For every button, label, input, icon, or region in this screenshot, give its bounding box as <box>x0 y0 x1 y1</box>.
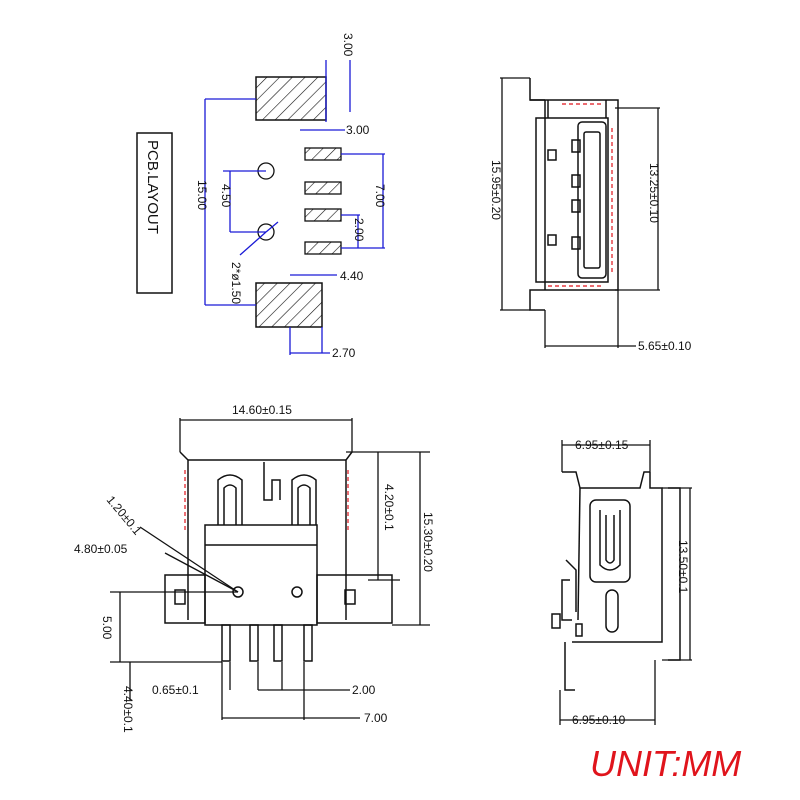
dim-front-0-65: 0.65±0.1 <box>152 683 199 697</box>
dim-pin-width: 3.00 <box>346 123 370 137</box>
pcb-pin-pad-1 <box>304 147 342 161</box>
end-view: 6.95±0.15 13.50±0.1 6.95±0.10 <box>551 438 692 727</box>
dim-front-15-3: 15.30±0.20 <box>421 512 435 572</box>
dim-pad-bottom-width: 2.70 <box>332 346 356 360</box>
dim-front-7: 7.00 <box>364 711 388 725</box>
pcb-pad-top <box>255 76 327 121</box>
dim-pad-top-width: 3.00 <box>341 33 355 57</box>
dim-pad-span: 15.00 <box>195 180 209 210</box>
pcb-pin-pad-2 <box>304 181 342 195</box>
dim-hole-diameter: 2*ø1.50 <box>229 262 243 304</box>
dim-end-top-width: 6.95±0.15 <box>575 438 629 452</box>
front-view: 14.60±0.15 1.20±0.1 4.80±0.05 4.20±0.1 1… <box>74 403 435 733</box>
dim-front-1-2: 1.20±0.1 <box>104 493 145 538</box>
dim-front-5: 5.00 <box>100 616 114 640</box>
dim-hole-spacing: 4.50 <box>219 184 233 208</box>
unit-label: UNIT:MM <box>590 743 741 784</box>
pcb-layout-view: PCB.LAYOUT <box>136 33 387 360</box>
pcb-pin-pad-4 <box>304 241 342 255</box>
pcb-pad-bottom <box>255 282 323 328</box>
dim-end-bottom-width: 6.95±0.10 <box>572 713 626 727</box>
dim-pin-pitch-7: 7.00 <box>373 184 387 208</box>
dim-front-4-8: 4.80±0.05 <box>74 542 128 556</box>
dim-side-inner-height: 13.25±0.10 <box>647 163 661 223</box>
dim-front-2: 2.00 <box>352 683 376 697</box>
dim-pin-pitch-2: 2.00 <box>352 218 366 242</box>
pcb-pin-pad-3 <box>304 208 342 222</box>
pcb-layout-title-box <box>136 132 173 294</box>
side-view: 15.95±0.20 13.25±0.10 5.65±0.10 <box>489 77 692 353</box>
dim-end-height: 13.50±0.1 <box>676 540 690 594</box>
pcb-layout-title: PCB.LAYOUT <box>144 140 161 234</box>
dim-side-outer-height: 15.95±0.20 <box>489 160 503 220</box>
dim-front-4-4: 4.40±0.1 <box>121 686 135 733</box>
dim-pin-offset: 4.40 <box>340 269 364 283</box>
dim-front-width: 14.60±0.15 <box>232 403 292 417</box>
dim-front-4-2: 4.20±0.1 <box>382 484 396 531</box>
dim-side-depth: 5.65±0.10 <box>638 339 692 353</box>
